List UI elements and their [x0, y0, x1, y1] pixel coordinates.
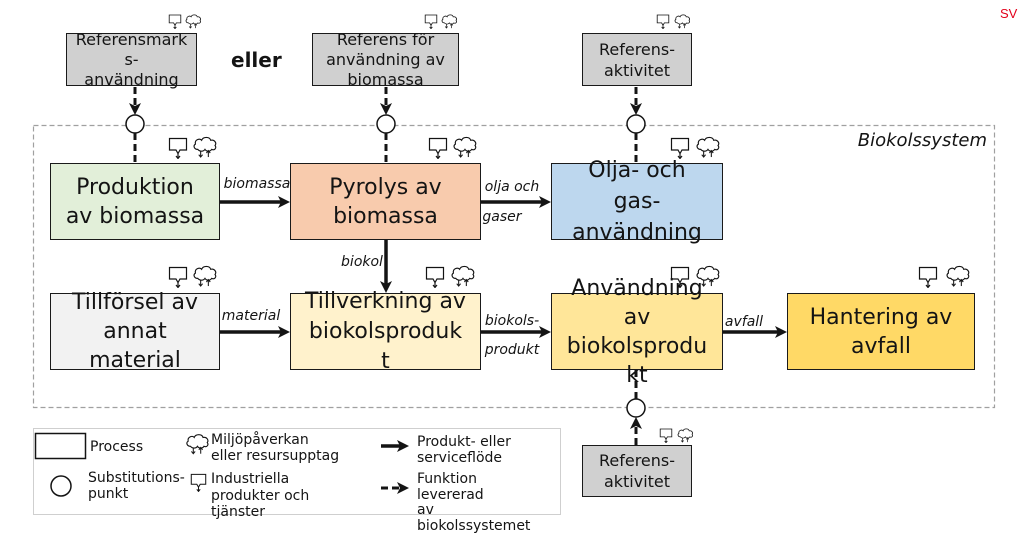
- legend-product-flow-label: Produkt- eller serviceflöde: [417, 434, 511, 466]
- callout-icon: [428, 137, 448, 159]
- reference-market-use-label: Referensmark s- användning: [75, 29, 188, 89]
- cloud-icon: [185, 14, 201, 29]
- legend-impact-label: Miljöpåverkan eller resursupptag: [211, 432, 340, 464]
- callout-icon: [425, 266, 445, 288]
- cloud-icon: [186, 434, 209, 455]
- legend-substitution-symbol: [50, 475, 72, 497]
- cloud-icon: [946, 265, 970, 287]
- reference-activity-box-bottom: Referens- aktivitet: [582, 445, 692, 497]
- system-boundary-label: Biokolssystem: [857, 130, 987, 151]
- reference-activity-label: Referens- aktivitet: [598, 39, 676, 80]
- legend-process-swatch: [34, 432, 87, 460]
- cloud-icon: [453, 136, 477, 158]
- cloud-icon: [441, 14, 457, 29]
- legend-products-label: Industriella produkter och tjänster: [211, 471, 310, 520]
- cloud-icon: [451, 265, 475, 287]
- process-product-manufacturing: Tillverkning av biokolsproduk t: [290, 289, 481, 374]
- process-biomass-production: Produktion av biomassa: [50, 163, 220, 240]
- reference-biomass-use-label: Referens för användning av biomassa: [326, 29, 445, 89]
- cloud-icon: [677, 428, 693, 443]
- reference-activity-label: Referens- aktivitet: [598, 451, 676, 491]
- substitution-point: [125, 114, 145, 134]
- process-label: Produktion av biomassa: [65, 174, 205, 229]
- substitution-point: [376, 114, 396, 134]
- callout-icon: [168, 14, 182, 29]
- system-boundary: [32, 124, 996, 409]
- process-label: Pyrolys av biomassa: [329, 174, 442, 229]
- cloud-icon: [193, 265, 217, 287]
- flow-label-biomass: biomassa: [223, 176, 291, 192]
- legend-process-label: Process: [90, 439, 144, 455]
- callout-icon: [424, 14, 438, 29]
- process-oil-gas-use: Olja- och gas- användning: [551, 158, 723, 245]
- process-label: Tillverkning av biokolsproduk t: [305, 288, 466, 374]
- reference-biomass-use-box: Referens för användning av biomassa: [312, 30, 459, 89]
- callout-icon: [918, 266, 938, 288]
- legend-function-label: Funktion levererad av biokolssystemet: [417, 471, 531, 534]
- callout-icon: [168, 266, 188, 288]
- flow-label-oil-gas: gaser: [482, 209, 522, 225]
- process-other-material-supply: Tillförsel av annat material: [50, 290, 220, 373]
- reference-market-use-box: Referensmark s- användning: [66, 30, 197, 89]
- flow-label-biochar: biokol: [341, 254, 383, 270]
- legend-frame: [33, 428, 561, 515]
- substitution-point: [626, 398, 646, 418]
- process-pyrolysis: Pyrolys av biomassa: [290, 163, 481, 240]
- process-label: Olja- och gas- användning: [572, 158, 702, 245]
- callout-icon: [656, 14, 670, 29]
- language-tag: SV: [1000, 6, 1018, 21]
- process-label: Tillförsel av annat material: [72, 290, 198, 373]
- callout-icon: [659, 428, 673, 443]
- legend-substitution-label: Substitutions- punkt: [88, 470, 185, 502]
- flow-label-waste: avfall: [724, 314, 764, 330]
- flow-label-material: material: [221, 308, 281, 324]
- flow-label-oil-gas: olja och: [484, 179, 540, 195]
- cloud-icon: [193, 136, 217, 158]
- flow-label-biochar-product: biokols-: [484, 313, 540, 329]
- substitution-point: [626, 114, 646, 134]
- cloud-icon: [674, 14, 690, 29]
- or-label: eller: [231, 48, 282, 72]
- callout-icon: [190, 473, 207, 492]
- process-label: Hantering av avfall: [809, 304, 953, 359]
- process-waste-handling: Hantering av avfall: [787, 293, 975, 370]
- reference-activity-box: Referens- aktivitet: [582, 33, 692, 86]
- process-label: Användning av biokolsprodu kt: [566, 275, 708, 388]
- callout-icon: [168, 137, 188, 159]
- process-product-use: Användning av biokolsprodu kt: [551, 276, 723, 388]
- flow-label-biochar-product: produkt: [484, 342, 540, 358]
